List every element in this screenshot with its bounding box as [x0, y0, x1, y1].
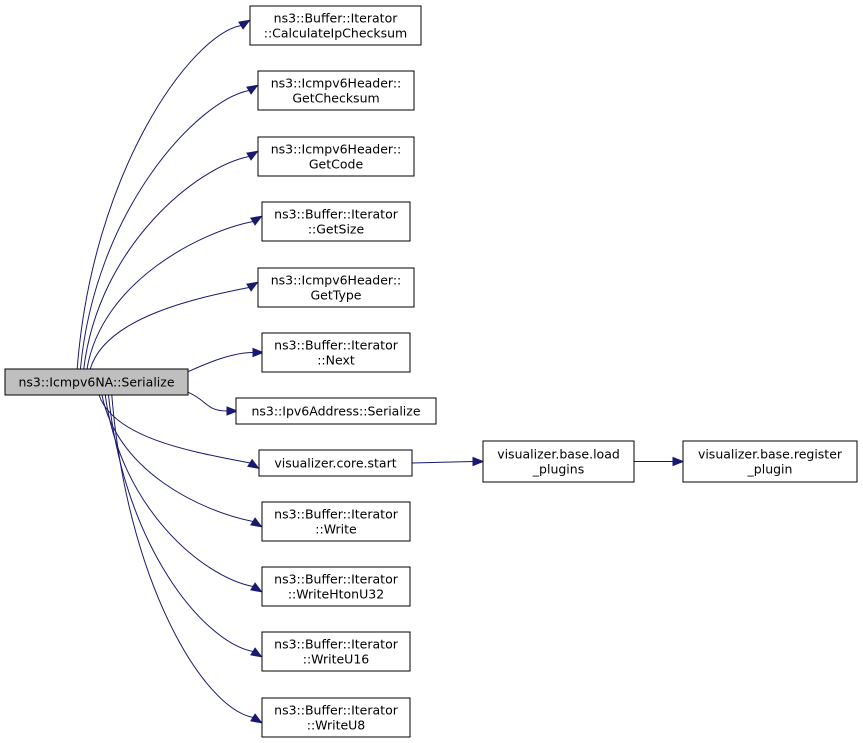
node-box — [257, 267, 415, 308]
arrowhead — [226, 406, 239, 416]
node-box — [261, 566, 411, 607]
node-label-line: ::Next — [317, 353, 355, 368]
node-box — [261, 501, 411, 542]
node-label-line: _plugins — [532, 462, 584, 477]
node-label-line: ::Write — [315, 522, 357, 537]
edge-core-start-to-load-plugins — [411, 456, 485, 467]
edge-root-to-get-size — [86, 215, 263, 370]
edge-line — [83, 156, 250, 370]
edge-line — [411, 461, 474, 464]
edge-root-to-get-type — [89, 281, 259, 370]
node-label-line: ns3::Buffer::Iterator — [274, 637, 399, 652]
edge-root-to-write-hton-u32 — [104, 394, 263, 593]
edge-line — [76, 25, 242, 370]
node-label-line: ns3::Icmpv6Header:: — [271, 273, 402, 288]
node-write[interactable]: ns3::Buffer::Iterator::Write — [261, 501, 411, 542]
edge-root-to-write-u8 — [111, 394, 263, 724]
node-calc-checksum[interactable]: ns3::Buffer::Iterator::CalculateIpChecks… — [249, 5, 422, 46]
edge-root-to-write-u16 — [107, 394, 263, 658]
edge-root-to-core-start — [98, 394, 260, 469]
edges-layer — [76, 19, 685, 724]
node-register-plugin[interactable]: visualizer.base.register_plugin — [682, 440, 858, 483]
edge-line — [187, 352, 254, 373]
node-label-line: ns3::Buffer::Iterator — [274, 11, 399, 26]
node-box — [261, 201, 411, 242]
node-box — [261, 631, 411, 672]
edge-root-to-ipv6-serialize — [187, 391, 239, 416]
arrowhead — [250, 517, 263, 528]
node-core-start[interactable]: visualizer.core.start — [258, 449, 413, 477]
node-box — [682, 440, 858, 483]
node-label-line: ns3::Buffer::Iterator — [274, 338, 399, 353]
edge-line — [111, 394, 254, 718]
node-get-checksum[interactable]: ns3::Icmpv6Header::GetChecksum — [257, 70, 415, 111]
arrowhead — [250, 582, 263, 593]
node-box — [482, 440, 635, 483]
arrowhead — [250, 713, 263, 724]
node-ipv6-serialize[interactable]: ns3::Ipv6Address::Serialize — [235, 397, 437, 425]
node-label-line: visualizer.core.start — [274, 456, 396, 471]
arrowhead — [252, 347, 265, 358]
node-get-size[interactable]: ns3::Buffer::Iterator::GetSize — [261, 201, 411, 242]
arrowhead — [250, 647, 263, 658]
arrowhead — [472, 456, 485, 467]
node-write-u8[interactable]: ns3::Buffer::Iterator::WriteU8 — [261, 697, 411, 738]
node-label-line: ns3::Buffer::Iterator — [274, 572, 399, 587]
edge-line — [98, 394, 251, 464]
node-write-hton-u32[interactable]: ns3::Buffer::Iterator::WriteHtonU32 — [261, 566, 411, 607]
node-box — [257, 136, 415, 177]
node-box — [261, 697, 411, 738]
node-box — [257, 70, 415, 111]
edge-line — [79, 90, 250, 370]
node-label-line: _plugin — [747, 462, 793, 477]
node-get-code[interactable]: ns3::Icmpv6Header::GetCode — [257, 136, 415, 177]
node-box — [261, 332, 411, 373]
arrowhead — [238, 19, 251, 30]
node-label-line: ::WriteU8 — [307, 718, 366, 733]
node-label-line: ns3::Icmpv6NA::Serialize — [18, 375, 174, 390]
edge-root-to-get-code — [83, 150, 259, 370]
node-label-line: ns3::Buffer::Iterator — [274, 207, 399, 222]
edge-line — [104, 394, 254, 587]
node-label-line: ::GetSize — [308, 222, 365, 237]
node-label-line: GetCode — [309, 157, 364, 172]
node-label-line: ns3::Icmpv6Header:: — [271, 76, 402, 91]
edge-load-plugins-to-register-plugin — [634, 456, 685, 467]
arrowhead — [246, 84, 259, 95]
edge-root-to-get-checksum — [79, 84, 259, 370]
node-box — [249, 5, 422, 46]
node-box — [258, 449, 413, 477]
node-label-line: visualizer.base.load — [497, 447, 620, 462]
node-label-line: ::WriteHtonU32 — [288, 587, 384, 602]
arrowhead — [246, 281, 259, 292]
edge-root-to-calc-checksum — [76, 19, 251, 370]
node-label-line: ::CalculateIpChecksum — [264, 26, 408, 41]
edge-line — [89, 287, 250, 370]
node-label-line: GetChecksum — [292, 91, 379, 106]
node-label-line: visualizer.base.register — [698, 447, 843, 462]
node-label-line: ::WriteU16 — [303, 652, 370, 667]
arrowhead — [246, 150, 259, 161]
edge-root-to-next — [187, 347, 265, 373]
node-label-line: ns3::Buffer::Iterator — [274, 703, 399, 718]
node-label-line: ns3::Icmpv6Header:: — [271, 142, 402, 157]
node-load-plugins[interactable]: visualizer.base.load_plugins — [482, 440, 635, 483]
node-root[interactable]: ns3::Icmpv6NA::Serialize — [4, 368, 189, 396]
node-get-type[interactable]: ns3::Icmpv6Header::GetType — [257, 267, 415, 308]
node-label-line: ns3::Ipv6Address::Serialize — [251, 404, 420, 419]
edge-line — [187, 391, 228, 412]
node-label-line: ns3::Buffer::Iterator — [274, 507, 399, 522]
node-box — [235, 397, 437, 425]
node-label-line: GetType — [311, 288, 362, 303]
arrowhead — [672, 456, 685, 467]
nodes-layer: ns3::Icmpv6NA::Serializens3::Buffer::Ite… — [4, 5, 858, 738]
arrowhead — [247, 458, 260, 469]
edge-line — [107, 394, 254, 652]
edge-line — [86, 221, 254, 370]
node-next[interactable]: ns3::Buffer::Iterator::Next — [261, 332, 411, 373]
node-write-u16[interactable]: ns3::Buffer::Iterator::WriteU16 — [261, 631, 411, 672]
node-box — [4, 368, 189, 396]
arrowhead — [250, 215, 263, 226]
